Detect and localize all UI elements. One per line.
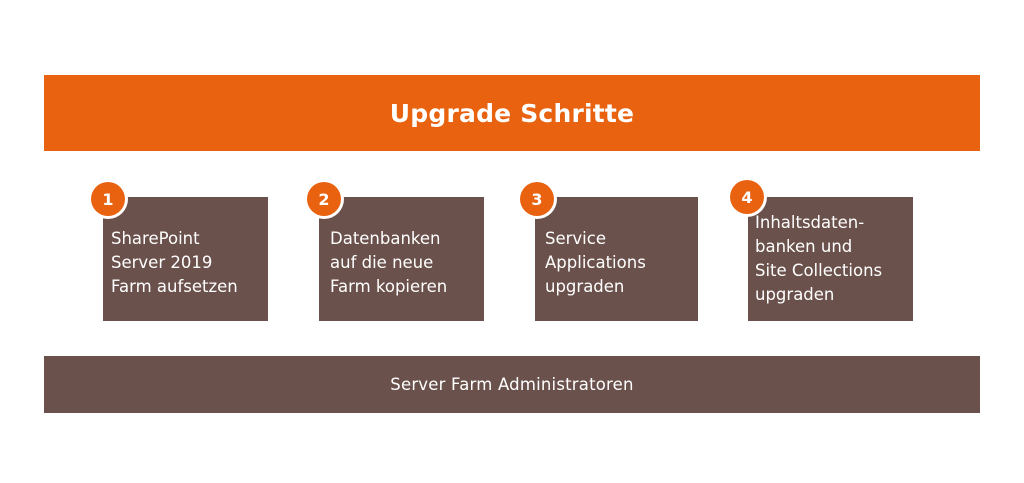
step-box-3: Service Applications upgraden: [535, 197, 698, 321]
footer-label: Server Farm Administratoren: [390, 375, 634, 394]
step-number-badge-2: 2: [307, 182, 341, 216]
step-number-badge-4: 4: [730, 180, 764, 214]
diagram-title: Upgrade Schritte: [389, 98, 635, 128]
step-label-3: Service Applications upgraden: [545, 229, 646, 296]
step-label-2: Datenbanken auf die neue Farm kopieren: [330, 229, 448, 296]
step-box-4: Inhaltsdaten- banken und Site Collection…: [748, 197, 913, 321]
step-number-badge-1: 1: [91, 182, 125, 216]
step-box-1: SharePoint Server 2019 Farm aufsetzen: [103, 197, 268, 321]
footer-bar: Server Farm Administratoren: [44, 356, 980, 413]
header-bar: Upgrade Schritte: [44, 75, 980, 151]
step-label-1: SharePoint Server 2019 Farm aufsetzen: [111, 229, 238, 296]
step-box-2: Datenbanken auf die neue Farm kopieren: [319, 197, 484, 321]
step-number-badge-3: 3: [520, 182, 554, 216]
step-label-4: Inhaltsdaten- banken und Site Collection…: [755, 213, 883, 304]
